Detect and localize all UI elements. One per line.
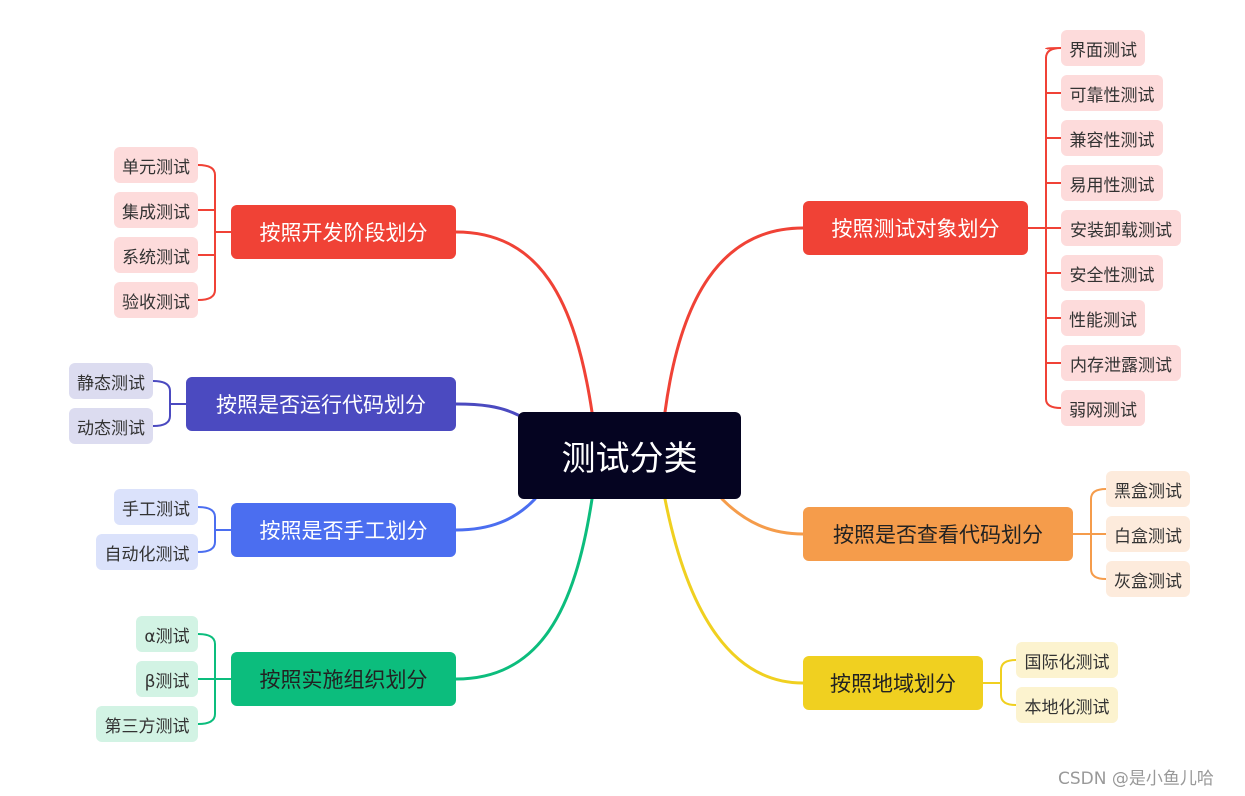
branch-test-object[interactable]: 按照测试对象划分 — [803, 201, 1028, 255]
leaf-alpha-test[interactable]: α测试 — [136, 616, 198, 652]
leaf-white-box-test[interactable]: 白盒测试 — [1106, 516, 1190, 552]
leaf-gray-box-test[interactable]: 灰盒测试 — [1106, 561, 1190, 597]
leaf-memory-leak-test[interactable]: 内存泄露测试 — [1061, 345, 1181, 381]
leaf-performance-test[interactable]: 性能测试 — [1061, 300, 1145, 336]
leaf-install-uninstall-test[interactable]: 安装卸载测试 — [1061, 210, 1181, 246]
branch-organization[interactable]: 按照实施组织划分 — [231, 652, 456, 706]
leaf-compatibility-test[interactable]: 兼容性测试 — [1061, 120, 1163, 156]
connector-code-view-leaves — [1073, 488, 1107, 580]
leaf-acceptance-test[interactable]: 验收测试 — [114, 282, 198, 318]
connector-stage-leaves — [197, 164, 231, 301]
leaf-internationalization-test[interactable]: 国际化测试 — [1016, 642, 1118, 678]
leaf-reliability-test[interactable]: 可靠性测试 — [1061, 75, 1163, 111]
branch-dev-stage[interactable]: 按照开发阶段划分 — [231, 205, 456, 259]
connector-root-region — [663, 497, 805, 685]
connector-manual-leaves — [197, 506, 231, 553]
connector-region-leaves — [983, 659, 1017, 706]
leaf-automation-test[interactable]: 自动化测试 — [96, 534, 198, 570]
connector-run-code-leaves — [152, 380, 186, 427]
leaf-unit-test[interactable]: 单元测试 — [114, 147, 198, 183]
leaf-dynamic-test[interactable]: 动态测试 — [69, 408, 153, 444]
leaf-usability-test[interactable]: 易用性测试 — [1061, 165, 1163, 201]
connector-object-leaves — [1028, 47, 1062, 409]
leaf-localization-test[interactable]: 本地化测试 — [1016, 687, 1118, 723]
connector-root-manual — [454, 497, 537, 532]
connector-root-stage — [454, 230, 594, 414]
leaf-static-test[interactable]: 静态测试 — [69, 363, 153, 399]
leaf-beta-test[interactable]: β测试 — [136, 661, 198, 697]
leaf-manual-test[interactable]: 手工测试 — [114, 489, 198, 525]
leaf-weak-network-test[interactable]: 弱网测试 — [1061, 390, 1145, 426]
connector-root-code-view — [720, 497, 805, 536]
leaf-system-test[interactable]: 系统测试 — [114, 237, 198, 273]
leaf-security-test[interactable]: 安全性测试 — [1061, 255, 1163, 291]
watermark-text: CSDN @是小鱼儿哈 — [1058, 769, 1214, 789]
root-node[interactable]: 测试分类 — [518, 412, 741, 499]
branch-code-view[interactable]: 按照是否查看代码划分 — [803, 507, 1073, 561]
branch-run-code[interactable]: 按照是否运行代码划分 — [186, 377, 456, 431]
connector-root-org — [454, 497, 594, 681]
leaf-integration-test[interactable]: 集成测试 — [114, 192, 198, 228]
branch-region[interactable]: 按照地域划分 — [803, 656, 983, 710]
leaf-ui-test[interactable]: 界面测试 — [1061, 30, 1145, 66]
branch-manual[interactable]: 按照是否手工划分 — [231, 503, 456, 557]
leaf-third-party-test[interactable]: 第三方测试 — [96, 706, 198, 742]
leaf-black-box-test[interactable]: 黑盒测试 — [1106, 471, 1190, 507]
connector-org-leaves — [197, 633, 231, 725]
connector-root-run-code — [454, 402, 520, 417]
connector-root-object — [663, 226, 805, 414]
